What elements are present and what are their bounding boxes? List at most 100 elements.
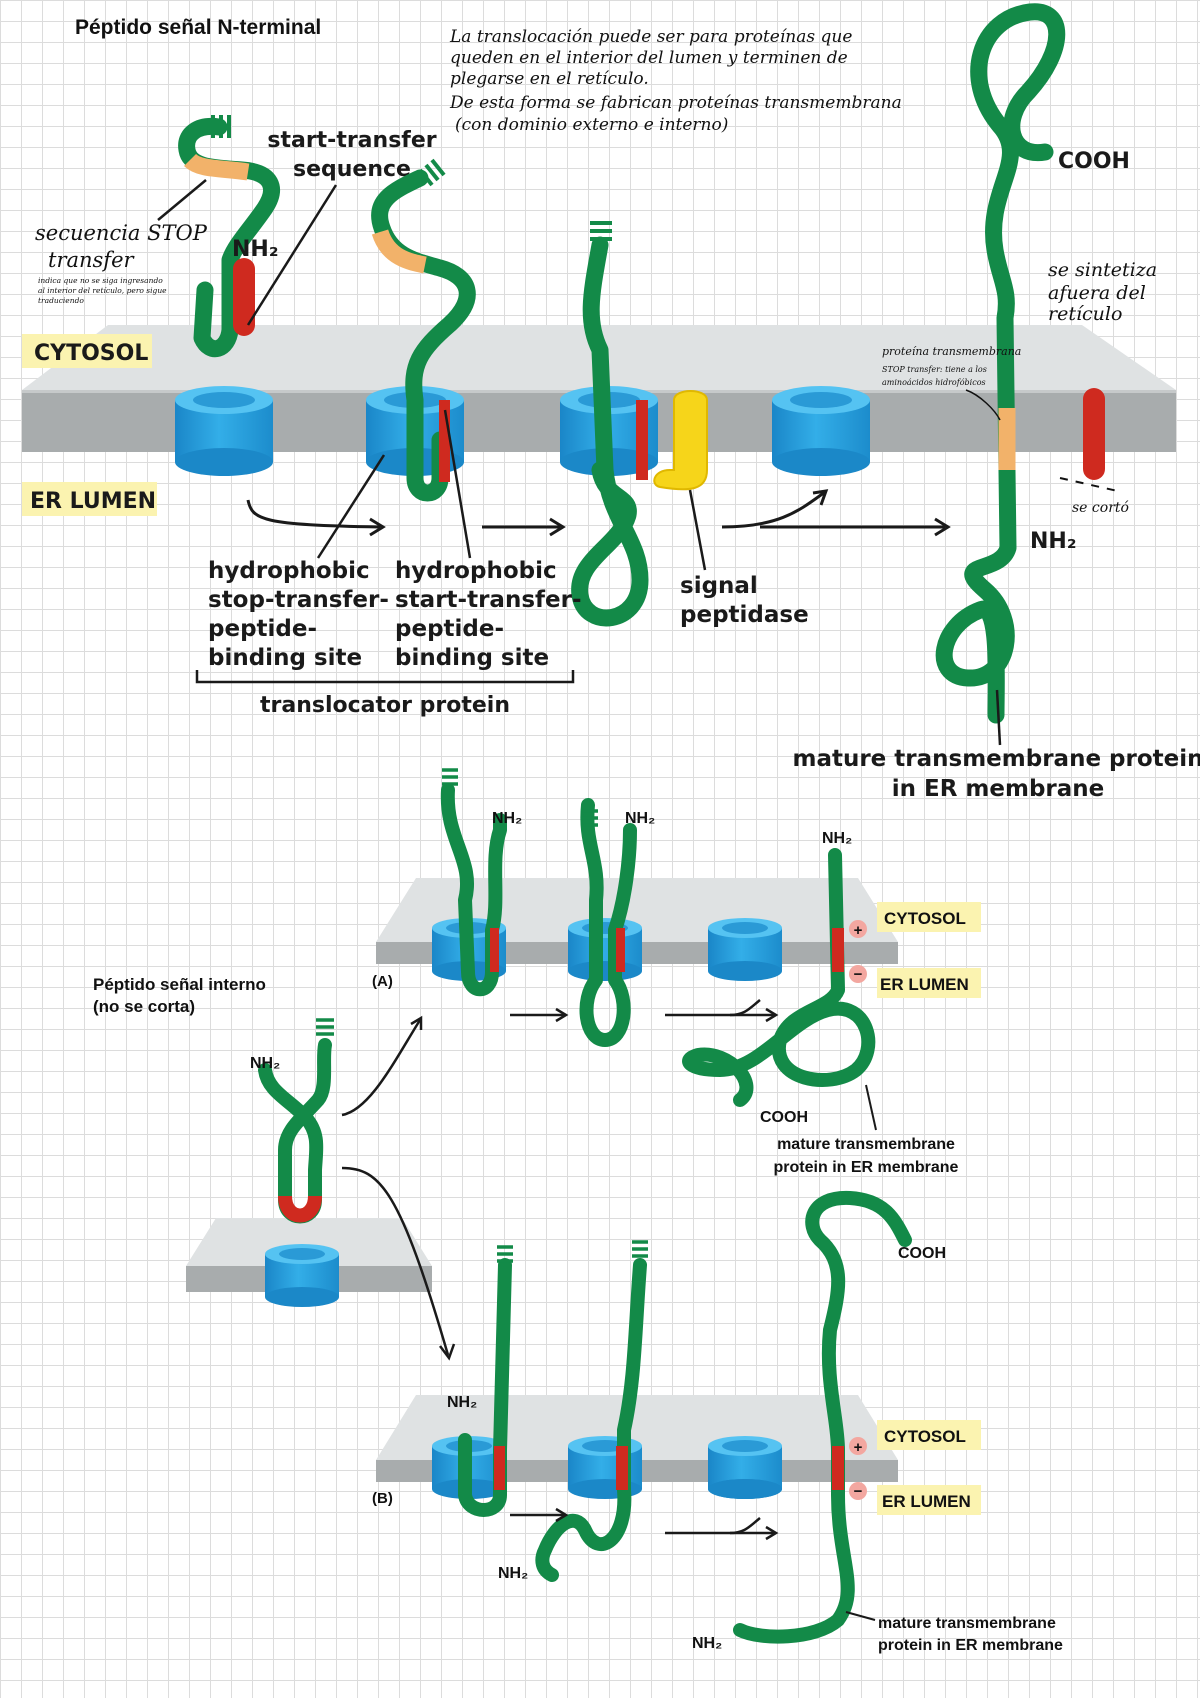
mature-b-l1: mature transmembrane bbox=[878, 1615, 1056, 1632]
hand-protein-3: aminoácidos hidrofóbicos bbox=[882, 378, 986, 387]
internal-signal-chain bbox=[258, 1018, 334, 1224]
mature-a-l2: protein in ER membrane bbox=[774, 1159, 959, 1176]
start-binding-l2: start-transfer- bbox=[395, 587, 582, 613]
binding-site-pointers bbox=[316, 409, 1002, 746]
top-arrows bbox=[246, 489, 951, 537]
hand-stop-small-1: indica que no se siga ingresando bbox=[38, 276, 163, 285]
minus-b: − bbox=[854, 1483, 863, 1500]
signal-peptidase-l1: signal bbox=[680, 573, 758, 599]
top-panel: Péptido señal N-terminal La translocació… bbox=[22, 3, 1200, 802]
handwritten-protein: proteína transmembrana STOP transfer: ti… bbox=[882, 345, 1021, 387]
cytosol-b-bg bbox=[877, 1420, 981, 1450]
label-b: (B) bbox=[372, 1490, 393, 1507]
hand-synth-2: afuera del bbox=[1048, 282, 1146, 304]
hand-protein-2: STOP transfer: tiene a los bbox=[882, 365, 987, 374]
hand-protein-1: proteína transmembrana bbox=[882, 345, 1021, 358]
er-lumen-label: ER LUMEN bbox=[30, 489, 156, 514]
signal-peptidase-shape bbox=[653, 390, 708, 491]
note-line-4: De esta forma se fabrican proteínas tran… bbox=[449, 93, 902, 113]
bottom-panel: Péptido señal interno (no se corta) (A) … bbox=[93, 768, 1063, 1654]
nh2-b1: NH₂ bbox=[447, 1394, 477, 1411]
minus-b-icon bbox=[849, 1482, 867, 1500]
minus-a: − bbox=[854, 966, 863, 983]
note-line-2: queden en el interior del lumen y termin… bbox=[450, 48, 848, 68]
start-binding-site-label: hydrophobic start-transfer- peptide- bin… bbox=[395, 558, 582, 671]
chains-a bbox=[440, 768, 876, 1107]
bottom-title-2: (no se corta) bbox=[93, 997, 195, 1016]
mature-protein-top-l2: in ER membrane bbox=[892, 776, 1105, 802]
membrane-left bbox=[186, 1218, 432, 1292]
chains-b bbox=[458, 1190, 912, 1644]
mature-a-l1: mature transmembrane bbox=[777, 1136, 955, 1153]
nh2-a3: NH₂ bbox=[822, 830, 852, 847]
nh2-label-top: NH₂ bbox=[232, 237, 278, 262]
label-a: (A) bbox=[372, 973, 393, 990]
start-transfer-label-1: start-transfer bbox=[267, 128, 436, 153]
stage3-chain bbox=[571, 221, 649, 627]
nh2-b2: NH₂ bbox=[498, 1565, 528, 1582]
hand-cut-line bbox=[1059, 477, 1123, 493]
mature-b-l2: protein in ER membrane bbox=[878, 1637, 1063, 1654]
mature-protein-top-l1: mature transmembrane protein bbox=[792, 746, 1200, 772]
mature-protein-top-chain bbox=[935, 3, 1105, 724]
hand-stop-small-2: al interior del retículo, pero sigue bbox=[38, 286, 167, 295]
plus-a-icon bbox=[849, 920, 867, 938]
er-lumen-b: ER LUMEN bbox=[882, 1492, 971, 1511]
note-line-1: La translocación puede ser para proteína… bbox=[449, 27, 852, 47]
stop-binding-site-label: hydrophobic stop-transfer- peptide- bind… bbox=[208, 558, 389, 671]
start-transfer-label-2: sequence bbox=[293, 157, 411, 182]
cytosol-label: CYTOSOL bbox=[34, 341, 148, 366]
cytosol-b: CYTOSOL bbox=[884, 1427, 966, 1446]
er-lumen-a: ER LUMEN bbox=[880, 975, 969, 994]
stop-binding-l4: binding site bbox=[208, 645, 362, 671]
cytosol-a: CYTOSOL bbox=[884, 909, 966, 928]
start-binding-l1: hydrophobic bbox=[395, 558, 557, 584]
start-binding-l4: binding site bbox=[395, 645, 549, 671]
translocator-a3 bbox=[708, 918, 782, 981]
cooh-label-top: COOH bbox=[1058, 149, 1130, 174]
translocator-protein-label: translocator protein bbox=[260, 693, 510, 718]
mature-a-pointer bbox=[865, 1084, 877, 1131]
stop-binding-l1: hydrophobic bbox=[208, 558, 370, 584]
plus-b-icon bbox=[849, 1437, 867, 1455]
note-line-3: plegarse en el retículo. bbox=[450, 69, 649, 89]
nh2-label-top-mature: NH₂ bbox=[1030, 529, 1076, 554]
cooh-a: COOH bbox=[760, 1109, 808, 1126]
minus-a-icon bbox=[849, 965, 867, 983]
nh2-a1: NH₂ bbox=[492, 810, 522, 827]
translocator-b3 bbox=[708, 1436, 782, 1499]
arrows-a bbox=[510, 999, 779, 1023]
er-lumen-b-bg bbox=[877, 1485, 981, 1515]
hand-stop-1: secuencia STOP bbox=[35, 221, 208, 245]
start-binding-l3: peptide- bbox=[395, 616, 504, 642]
branch-arrows bbox=[341, 1015, 456, 1361]
signal-peptidase-l2: peptidase bbox=[680, 602, 809, 628]
start-transfer-pointer bbox=[246, 184, 338, 326]
arrows-b bbox=[510, 1507, 779, 1541]
stop-transfer-pointer bbox=[157, 179, 207, 221]
translocator-1 bbox=[175, 386, 273, 476]
hand-protein-pointer bbox=[965, 389, 1001, 421]
translocator-bracket bbox=[195, 670, 575, 684]
er-lumen-label-bg bbox=[22, 482, 157, 516]
handwritten-stop-transfer: secuencia STOP transfer indica que no se… bbox=[35, 221, 208, 305]
hand-cut: se cortó bbox=[1072, 500, 1129, 516]
handwritten-note: La translocación puede ser para proteína… bbox=[449, 27, 902, 135]
er-lumen-a-bg bbox=[877, 968, 981, 998]
cytosol-a-bg bbox=[877, 902, 981, 932]
hand-synth-1: se sintetiza bbox=[1048, 259, 1157, 281]
nh2-left: NH₂ bbox=[250, 1055, 280, 1072]
translocator-4 bbox=[772, 386, 870, 476]
handwritten-synth: se sintetiza afuera del retículo bbox=[1048, 259, 1157, 325]
bottom-title-1: Péptido señal interno bbox=[93, 975, 266, 994]
plus-a: + bbox=[854, 922, 863, 939]
stop-binding-l2: stop-transfer- bbox=[208, 587, 389, 613]
note-line-5: (con dominio externo e interno) bbox=[455, 115, 728, 135]
stop-binding-l3: peptide- bbox=[208, 616, 317, 642]
translocator-a2 bbox=[568, 918, 642, 981]
stage1-chain bbox=[178, 115, 280, 358]
top-title: Péptido señal N-terminal bbox=[75, 16, 321, 39]
plus-b: + bbox=[854, 1439, 863, 1456]
cleaved-signal-peptide bbox=[1083, 388, 1105, 480]
